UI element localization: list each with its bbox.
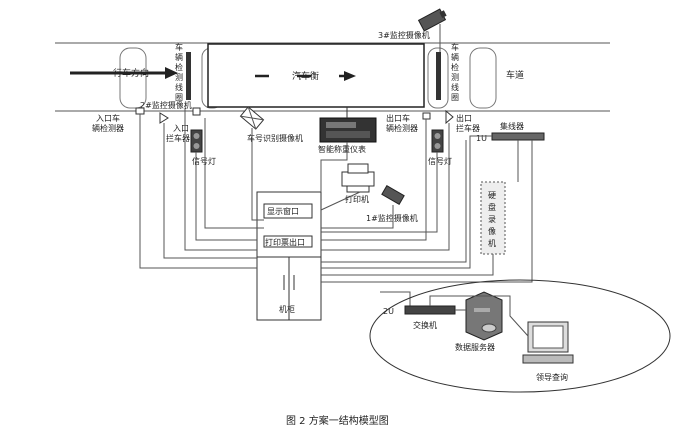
coil-label-left: 车 辆 检 测 线 圈: [175, 42, 183, 102]
exit-detector-label: 出口车: [386, 113, 410, 123]
hub-label: 集线器: [500, 121, 524, 131]
camera-3-label: 3#监控摄像机: [378, 30, 430, 40]
plate-camera-label: 车号识别摄像机: [247, 133, 303, 143]
svg-text:圈: 圈: [451, 93, 459, 102]
svg-text:辆: 辆: [175, 52, 183, 62]
entry-detector-icon: [135, 107, 145, 115]
entry-barrier-icon: [192, 107, 201, 116]
svg-text:检: 检: [175, 62, 183, 72]
exit-barrier-label: 出口: [456, 113, 472, 123]
wheel-pad-left: [119, 47, 147, 109]
weigh-instrument-icon: [319, 117, 377, 143]
printer-label: 打印机: [345, 194, 369, 204]
switch-icon: [404, 305, 456, 315]
figure-caption: 图 2 方案一结构模型图: [286, 414, 389, 427]
signal-light-left-label: 信号灯: [192, 156, 216, 166]
coil-label-right: 车 辆 检 测 线 圈: [451, 42, 459, 102]
svg-text:辆: 辆: [451, 52, 459, 62]
svg-text:盘: 盘: [488, 202, 496, 212]
dvr-label: 硬 盘 录 像 机: [488, 191, 496, 248]
dvr-icon: [480, 181, 506, 255]
display-window: [263, 203, 313, 219]
print-slot: [263, 235, 313, 248]
switch-label: 交换机: [413, 320, 437, 330]
signal-light-right-label: 信号灯: [428, 156, 452, 166]
weighbridge-platform: [207, 43, 425, 108]
svg-text:硬: 硬: [488, 191, 496, 200]
svg-text:机: 机: [488, 238, 496, 248]
svg-text:线: 线: [451, 82, 459, 92]
network-area: [369, 279, 671, 393]
svg-text:车: 车: [175, 42, 183, 52]
server-icon: [465, 291, 503, 341]
car-arrowhead: [344, 71, 356, 81]
printer-icon: [341, 163, 375, 193]
exit-detector-label-2: 辆检测器: [386, 123, 418, 133]
camera-2-label: 2#监控摄像机: [140, 100, 192, 110]
hub-icon: [491, 132, 545, 141]
exit-detector-icon: [422, 112, 431, 120]
query-label: 领导查询: [536, 372, 568, 382]
wheel-pad-right: [427, 47, 449, 109]
plate-camera-icon: [239, 106, 265, 130]
svg-text:录: 录: [488, 215, 496, 224]
entry-detector-label-2: 辆检测器: [92, 123, 124, 133]
detection-coil-right: [436, 52, 441, 100]
cabinet-label: 机柜: [279, 304, 295, 314]
camera-3-icon: [417, 8, 447, 32]
car-label: 汽车衡: [292, 70, 319, 82]
direction-arrowhead: [165, 67, 178, 79]
svg-text:检: 检: [451, 62, 459, 72]
svg-text:线: 线: [175, 82, 183, 92]
weigh-instrument-label: 智能称重仪表: [318, 144, 366, 154]
svg-text:车: 车: [451, 42, 459, 52]
entry-barrier-label: 入口: [173, 124, 189, 133]
camera-1-label: 1#监控摄像机: [366, 213, 418, 223]
svg-text:测: 测: [175, 73, 183, 82]
entry-detector-label: 入口车: [96, 113, 120, 123]
camera-2-icon: [159, 112, 169, 124]
display-window-label: 显示窗口: [267, 206, 299, 216]
network-wiring: [429, 295, 529, 337]
detection-coil-left: [186, 52, 191, 100]
entry-barrier-label-2: 拦车器: [166, 133, 190, 143]
svg-text:圈: 圈: [175, 93, 183, 102]
exit-barrier-label-2: 拦车器: [456, 123, 480, 133]
one-u-label: 1U: [476, 134, 487, 143]
camera-1-icon: [381, 184, 405, 206]
svg-text:像: 像: [488, 226, 496, 236]
workstation-icon: [522, 321, 574, 364]
two-u-label: 2U: [383, 307, 394, 316]
server-label: 数据服务器: [455, 342, 495, 352]
print-slot-label: 打印票出口: [265, 237, 305, 247]
road-label: 车道: [506, 69, 524, 81]
wheel-pad-right-2: [469, 47, 497, 109]
exit-barrier-icon: [445, 109, 454, 125]
svg-text:测: 测: [451, 73, 459, 82]
wiring: [139, 24, 533, 306]
lane-direction-label: 行车方向: [113, 67, 149, 79]
